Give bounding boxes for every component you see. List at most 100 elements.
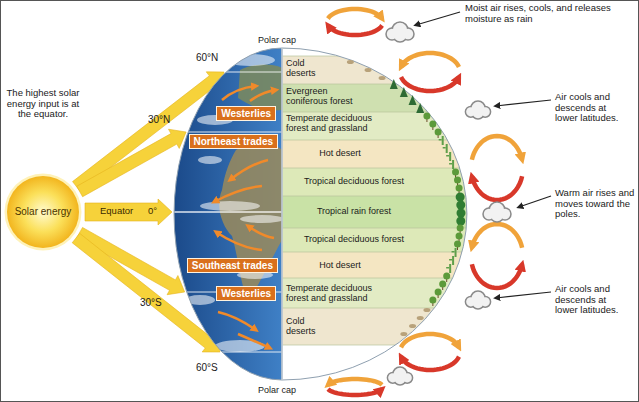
cactus — [449, 152, 451, 161]
solar-ray-arrow — [85, 199, 172, 225]
biome-label: Temperate deciduous forest and grassland — [286, 283, 384, 303]
sun-disc — [7, 176, 79, 248]
wind-arrow — [216, 232, 262, 250]
latitude-line — [226, 72, 282, 73]
biome-boundary — [282, 278, 467, 279]
callout-text: Warm air rises and moves toward the pole… — [555, 188, 635, 220]
biome-boundary — [282, 252, 467, 253]
air-flow-arrow — [401, 334, 459, 347]
biome-boundary — [282, 168, 467, 169]
wind-label-box: Northeast trades — [189, 134, 278, 149]
cloud-band — [198, 156, 222, 164]
cactus — [442, 136, 444, 145]
conifer-tree — [416, 103, 424, 113]
air-flow-arrow — [401, 357, 459, 370]
callout-text: Air cools and descends at lower latitude… — [555, 92, 631, 124]
biome-boundary — [282, 196, 467, 197]
biome-band — [282, 56, 469, 84]
latitude-label: 0° — [148, 206, 157, 217]
earth-ocean — [174, 48, 282, 380]
rainforest-tree — [456, 217, 465, 226]
latitude-line — [174, 211, 282, 213]
cloud-puff — [395, 373, 406, 384]
cloud-puff — [473, 107, 484, 118]
biome-boundary — [282, 140, 467, 141]
leader-arrow — [519, 196, 551, 207]
desert-rock — [417, 316, 424, 320]
wind-arrow — [248, 226, 274, 238]
leader-arrow — [416, 12, 460, 25]
air-flow-arrow — [472, 224, 522, 248]
biome-label: Temperate deciduous forest and grassland — [286, 113, 384, 133]
deciduous-tree — [435, 289, 442, 296]
conifer-tree — [409, 95, 417, 105]
latitude-line — [222, 352, 282, 353]
biome-label: Tropical deciduous forest — [284, 176, 424, 186]
wind-name: Westerlies — [221, 287, 271, 300]
biome-label: Tropical deciduous forest — [284, 234, 424, 244]
biome-label: Tropical rain forest — [284, 206, 424, 216]
desert-rock — [409, 324, 416, 328]
rain-cloud — [465, 101, 490, 119]
biome-boundary — [282, 112, 467, 113]
solar-ray-arrow — [77, 129, 186, 197]
cactus — [443, 147, 446, 149]
circulation-cells — [328, 9, 522, 395]
air-flow-arrow — [328, 389, 382, 395]
cloud-band — [200, 201, 260, 211]
globe-seam — [282, 48, 283, 380]
latitude-label: 60°N — [196, 52, 218, 63]
air-flow-arrow — [328, 379, 382, 385]
biome-label: Polar cap — [258, 385, 296, 395]
earth-surface — [174, 54, 284, 352]
biome-band — [282, 252, 469, 278]
sun-circle: Solar energy — [4, 173, 82, 251]
landmass — [219, 143, 282, 302]
deciduous-tree — [429, 297, 436, 304]
desert-rock — [400, 332, 407, 336]
wind-name: Southeast trades — [192, 259, 273, 272]
deciduous-tree — [456, 185, 463, 192]
cactus — [446, 144, 448, 153]
conifer-tree — [400, 87, 408, 97]
biome-band — [282, 140, 469, 168]
biome-boundary — [282, 84, 467, 85]
biome-band — [282, 345, 469, 380]
globe-outline — [174, 48, 282, 380]
cloud-puff — [491, 209, 503, 221]
sun-label: Solar energy — [15, 206, 72, 218]
desert-rock — [379, 76, 386, 80]
biome-boundary — [282, 228, 467, 229]
cactus — [452, 160, 454, 169]
desert-rock — [365, 68, 372, 72]
rainforest-tree — [456, 193, 465, 202]
cloud-puff — [473, 297, 484, 308]
wind-arrow — [214, 186, 262, 202]
cactus — [439, 139, 442, 141]
deciduous-tree — [456, 233, 463, 240]
biome-boundary — [282, 308, 467, 309]
cactus — [455, 248, 457, 257]
wind-label-box: Westerlies — [216, 286, 276, 301]
callout-text: Air cools and descends at lower latitude… — [555, 284, 631, 316]
wind-arrow — [250, 90, 276, 101]
latitude-line — [188, 132, 282, 133]
deciduous-tree — [443, 273, 450, 280]
wind-arrow — [218, 312, 256, 330]
rain-cloud — [465, 291, 490, 309]
biome-band — [282, 196, 469, 228]
leader-arrow — [496, 100, 551, 106]
air-flow-arrow — [328, 9, 382, 19]
cloud-puff — [394, 29, 406, 41]
deciduous-tree — [435, 129, 442, 136]
cactus — [449, 259, 452, 261]
rainforest-tree — [457, 209, 466, 218]
rainforest-tree — [456, 201, 465, 210]
biome-boundary — [282, 48, 467, 49]
latitude-label: 30°N — [148, 114, 170, 125]
wind-label-box: Southeast trades — [187, 258, 278, 273]
biome-bands — [282, 48, 469, 380]
